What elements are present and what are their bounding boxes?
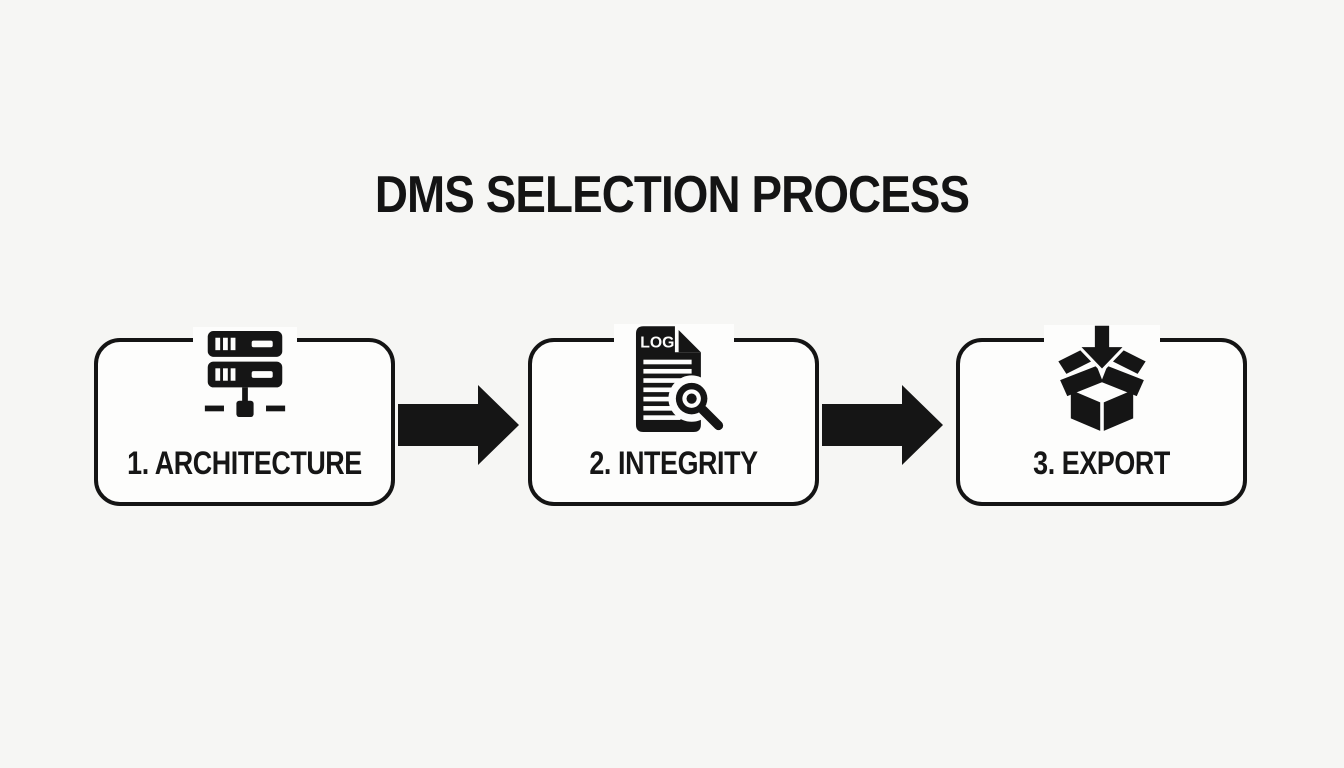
step-label-export: 3. EXPORT: [1033, 445, 1170, 481]
step-box-integrity: LOG 2. INTEGRITY: [528, 324, 819, 506]
step-box-architecture: 1. ARCHITECTURE: [94, 327, 395, 506]
step-label-integrity: 2. INTEGRITY: [589, 445, 758, 481]
log-document-magnifier-icon: LOG: [613, 324, 734, 438]
svg-text:LOG: LOG: [640, 335, 674, 352]
page-title: DMS SELECTION PROCESS: [374, 166, 970, 224]
step-box-export: 3. EXPORT: [956, 322, 1247, 506]
flow-arrow-1-icon: [398, 383, 520, 467]
step-label-architecture: 1. ARCHITECTURE: [127, 445, 362, 481]
server-stack-network-icon: [192, 327, 297, 423]
open-box-download-icon: [1043, 322, 1160, 437]
flow-arrow-2-icon: [822, 383, 944, 467]
